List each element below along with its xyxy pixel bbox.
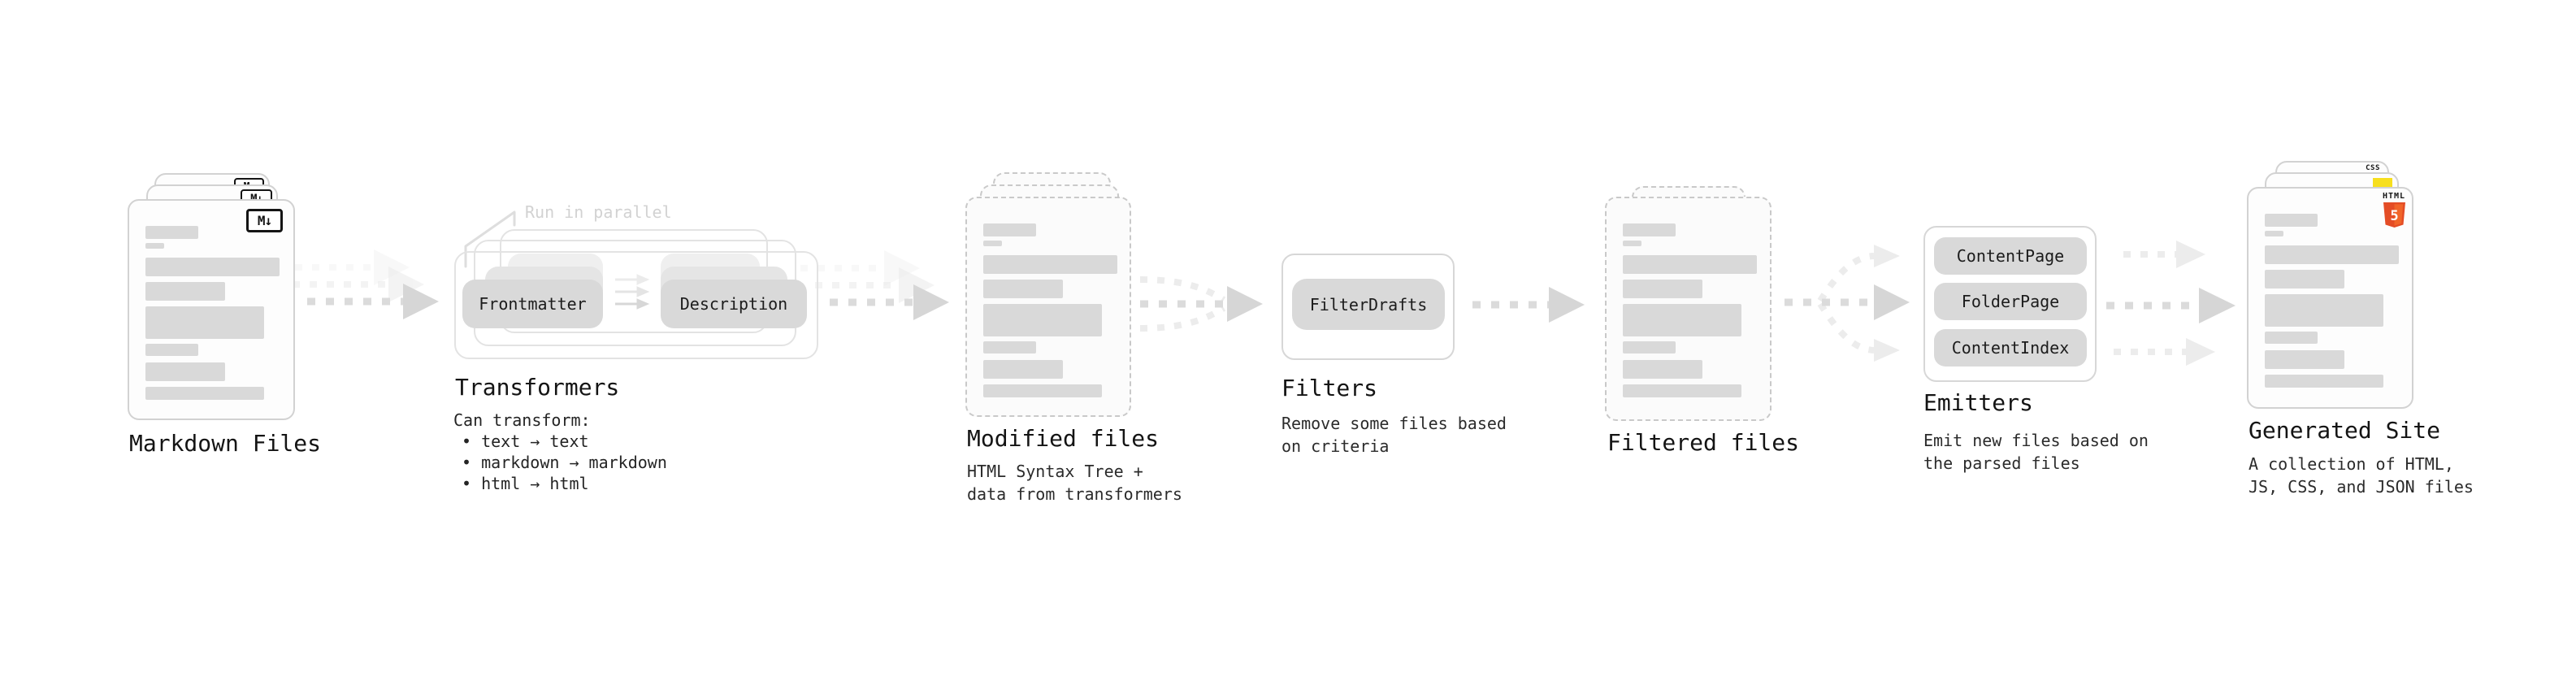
placeholder-line: [1623, 241, 1641, 246]
markdown-files-label: Markdown Files: [129, 430, 322, 457]
generated-site-label: Generated Site: [2249, 417, 2441, 444]
filterdrafts-pill: FilterDrafts: [1292, 279, 1445, 330]
svg-text:5: 5: [2390, 208, 2398, 224]
placeholder-line: [983, 280, 1063, 298]
modified-files-subtext: HTML Syntax Tree + data from transformer…: [967, 462, 1182, 504]
transform-bullet: • text → text: [462, 432, 589, 451]
arrow-filters-to-filtered: [1472, 287, 1585, 323]
placeholder-line: [2265, 245, 2399, 264]
document-placeholder-lines: [967, 198, 1130, 415]
css-icon-label: CSS: [2366, 164, 2380, 172]
transform-bullet: • html → html: [462, 474, 589, 493]
placeholder-line: [2265, 350, 2344, 369]
arrow-filtered-to-emitters: [1785, 245, 1910, 362]
transform-bullet: • markdown → markdown: [462, 453, 667, 472]
placeholder-line: [145, 243, 164, 249]
placeholder-line: [1623, 384, 1741, 397]
placeholder-line: [2265, 375, 2383, 388]
html5-icon-label: HTML: [2382, 192, 2406, 201]
placeholder-line: [983, 241, 1002, 246]
filtered-doc-front: [1605, 197, 1772, 421]
filtered-files-label: Filtered files: [1607, 429, 1800, 456]
document-placeholder-lines: [129, 201, 293, 419]
placeholder-line: [2265, 214, 2318, 227]
document-placeholder-lines: [2249, 189, 2412, 407]
placeholder-line: [983, 304, 1102, 336]
html5-icon: HTML 5: [2380, 193, 2408, 228]
filters-subtext: Remove some files based on criteria: [1281, 414, 1507, 456]
arrow-modified-to-filters: [1139, 276, 1263, 332]
markdown-icon: M↓: [246, 209, 283, 232]
filters-label: Filters: [1281, 375, 1378, 401]
placeholder-line: [145, 387, 264, 400]
placeholder-line: [983, 360, 1063, 379]
placeholder-line: [2265, 231, 2283, 236]
run-in-parallel-label: Run in parallel: [525, 202, 672, 222]
generated-site-subtext: A collection of HTML, JS, CSS, and JSON …: [2249, 454, 2474, 497]
placeholder-line: [145, 362, 225, 381]
placeholder-line: [983, 341, 1036, 354]
frontmatter-pill: Frontmatter: [462, 280, 603, 328]
html5-shield-icon: 5: [2383, 202, 2405, 228]
transformers-note: Can transform: • text → text • markdown …: [453, 410, 667, 494]
placeholder-line: [983, 255, 1117, 274]
can-transform-heading: Can transform:: [453, 410, 591, 430]
placeholder-line: [2265, 270, 2344, 288]
placeholder-line: [145, 306, 264, 339]
placeholder-line: [1623, 341, 1676, 354]
transformers-label: Transformers: [455, 374, 620, 401]
placeholder-line: [983, 223, 1036, 236]
emitters-label: Emitters: [1923, 389, 2033, 416]
arrow-emitters-to-generated: [2106, 241, 2236, 366]
placeholder-line: [2265, 332, 2318, 344]
contentindex-pill: ContentIndex: [1934, 329, 2087, 367]
placeholder-line: [2265, 294, 2383, 327]
placeholder-line: [145, 344, 198, 356]
description-pill: Description: [661, 280, 807, 328]
placeholder-line: [1623, 223, 1676, 236]
placeholder-line: [145, 226, 198, 239]
markdown-doc-front: M↓: [128, 199, 295, 420]
placeholder-line: [145, 282, 225, 301]
placeholder-line: [1623, 304, 1741, 336]
placeholder-line: [145, 258, 280, 276]
transformers-frame-front: [454, 251, 818, 359]
arrow-markdown-to-transformers: [278, 249, 439, 319]
folderpage-pill: FolderPage: [1934, 283, 2087, 320]
placeholder-line: [1623, 360, 1702, 379]
js-icon: [2373, 178, 2392, 189]
modified-files-label: Modified files: [967, 425, 1160, 452]
document-placeholder-lines: [1607, 198, 1770, 419]
arrow-transformers-to-modified: [800, 250, 949, 320]
placeholder-line: [1623, 255, 1757, 274]
contentpage-pill: ContentPage: [1934, 237, 2087, 275]
generated-doc-front: HTML 5: [2247, 187, 2413, 409]
placeholder-line: [1623, 280, 1702, 298]
modified-doc-front: [965, 197, 1131, 417]
placeholder-line: [983, 384, 1102, 397]
emitters-subtext: Emit new files based on the parsed files: [1923, 431, 2149, 473]
